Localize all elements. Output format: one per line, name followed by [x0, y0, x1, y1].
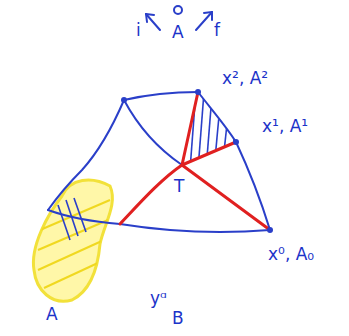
- vertex-label: x¹, A¹: [262, 118, 308, 135]
- map-name: yᵅ: [150, 290, 167, 307]
- yellow-region: [33, 180, 112, 301]
- map-name: i: [136, 22, 141, 39]
- point-label: T: [172, 178, 186, 195]
- map-name: f: [214, 22, 220, 39]
- space-name: A: [172, 24, 184, 41]
- space-name: B: [172, 310, 184, 327]
- vertex-label: x⁰, A₀: [268, 246, 314, 263]
- region-label: A: [46, 306, 58, 323]
- red-star: [120, 92, 270, 230]
- complex-outline: [48, 92, 270, 232]
- vertex-dots: [121, 89, 273, 233]
- vertex-label: x², A²: [222, 70, 268, 87]
- yellow-hatching: [38, 200, 110, 288]
